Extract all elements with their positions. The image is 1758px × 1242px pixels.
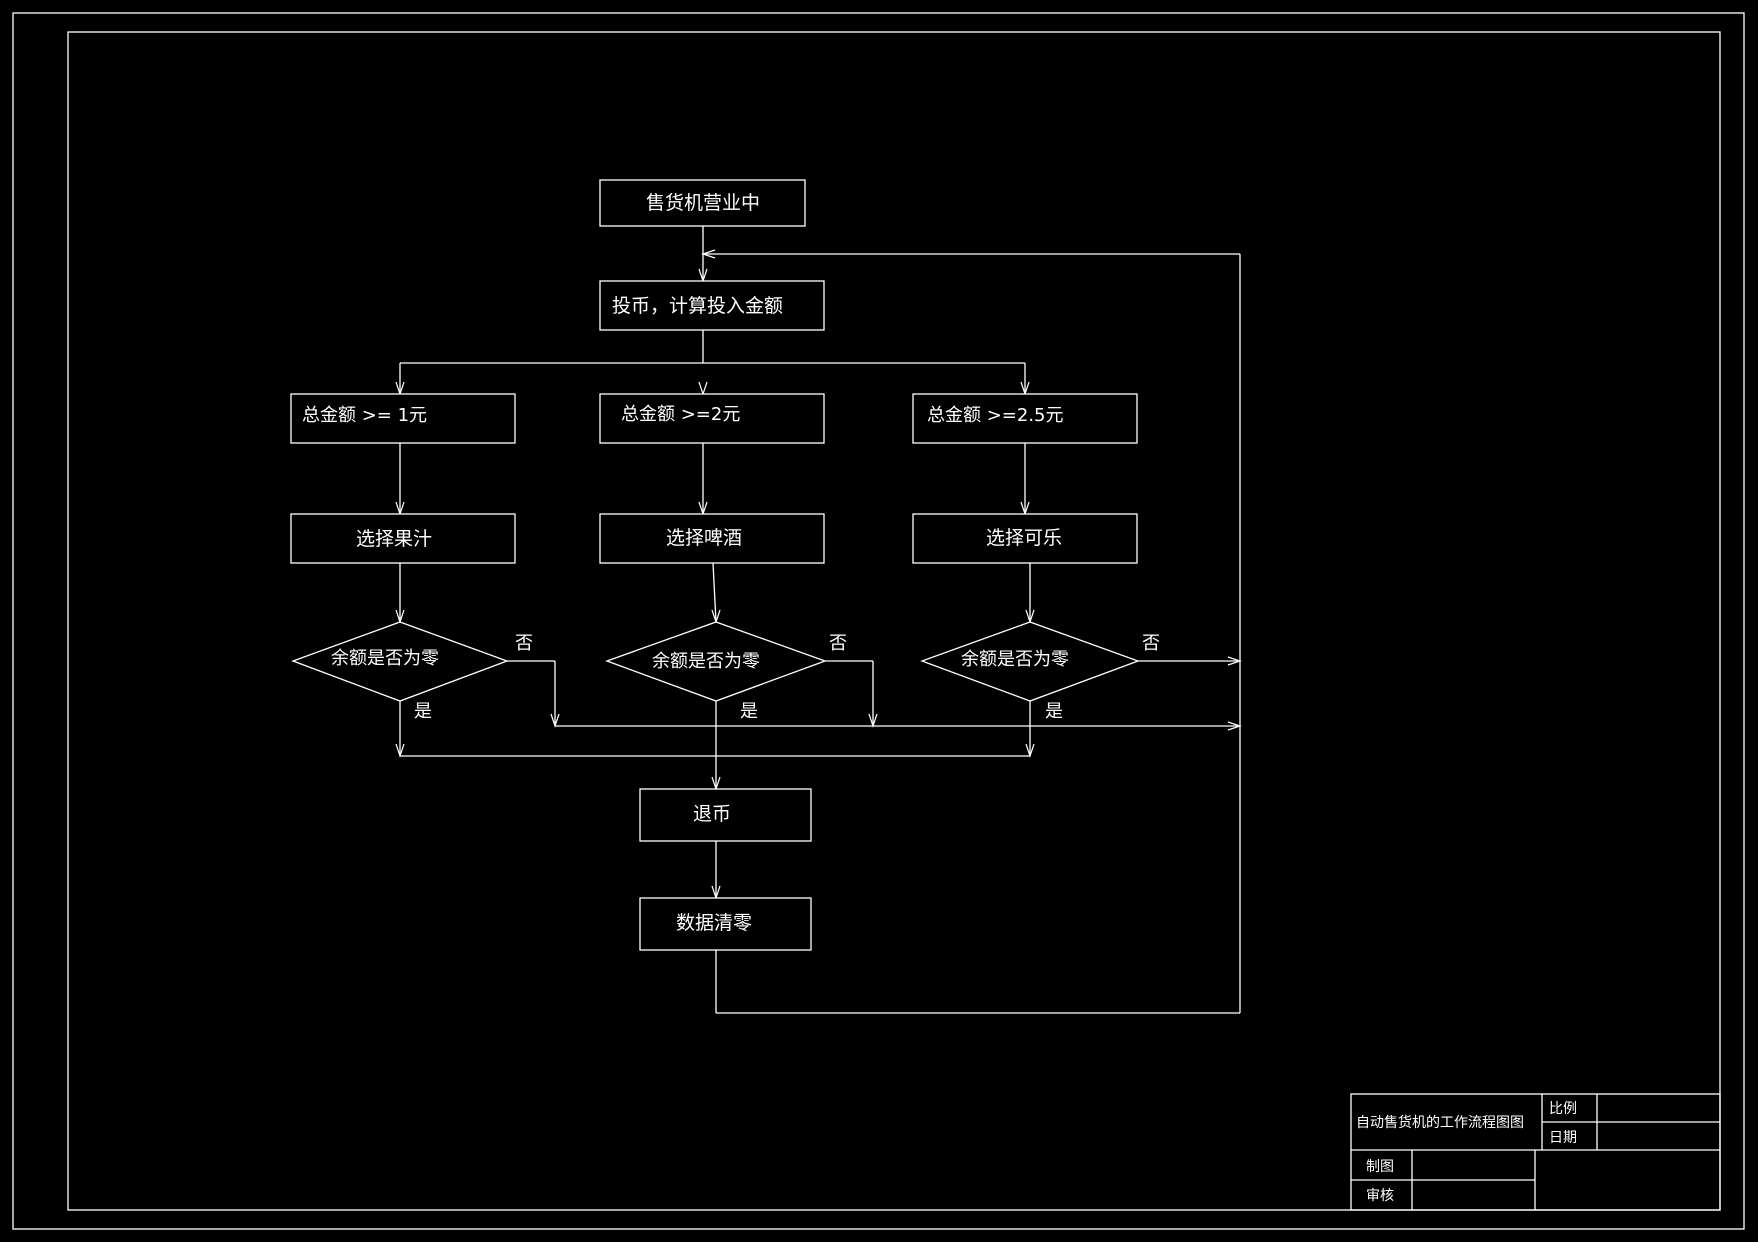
svg-text:选择啤酒: 选择啤酒 — [666, 527, 742, 549]
node-condition-1: 总金额 >= 1元 — [290, 393, 516, 444]
outer-border — [12, 12, 1745, 1230]
node-condition-2: 总金额 >=2元 — [599, 393, 825, 444]
drawn-by-label: 制图 — [1366, 1159, 1394, 1175]
arrowheads — [395, 249, 1242, 900]
node-select-beer: 选择啤酒 — [599, 513, 825, 564]
svg-text:余额是否为零: 余额是否为零 — [961, 649, 1069, 670]
scale-label: 比例 — [1549, 1101, 1577, 1117]
svg-text:售货机营业中: 售货机营业中 — [646, 192, 760, 214]
edge-label-no: 否 — [1142, 633, 1160, 654]
svg-text:投币，计算投入金额: 投币，计算投入金额 — [612, 295, 783, 317]
node-check-balance-1: 余额是否为零 — [291, 621, 509, 702]
node-check-balance-2: 余额是否为零 — [605, 621, 827, 702]
svg-text:选择可乐: 选择可乐 — [986, 527, 1062, 549]
node-refund: 退币 — [639, 788, 812, 842]
svg-text:总金额 >= 1元: 总金额 >= 1元 — [302, 405, 427, 426]
node-select-juice: 选择果汁 — [290, 513, 516, 564]
title-block: 自动售货机的工作流程图图 比例 日期 制图 审核 — [1350, 1093, 1721, 1211]
edge-label-yes: 是 — [740, 701, 758, 722]
svg-text:退币: 退币 — [693, 803, 731, 825]
node-start: 售货机营业中 — [599, 179, 806, 227]
svg-text:总金额 >=2元: 总金额 >=2元 — [621, 404, 740, 425]
drawing-title: 自动售货机的工作流程图图 — [1356, 1114, 1524, 1131]
svg-text:余额是否为零: 余额是否为零 — [652, 651, 760, 672]
svg-text:数据清零: 数据清零 — [676, 912, 752, 934]
node-select-cola: 选择可乐 — [912, 513, 1138, 564]
date-label: 日期 — [1549, 1130, 1577, 1146]
connectors — [399, 226, 1241, 1014]
node-condition-3: 总金额 >=2.5元 — [912, 393, 1138, 444]
inner-frame — [67, 31, 1721, 1211]
svg-text:余额是否为零: 余额是否为零 — [331, 648, 439, 669]
node-reset-data: 数据清零 — [639, 897, 812, 951]
edge-label-yes: 是 — [1045, 701, 1063, 722]
svg-text:总金额 >=2.5元: 总金额 >=2.5元 — [927, 405, 1064, 426]
node-check-balance-3: 余额是否为零 — [920, 621, 1140, 702]
node-insert-coin: 投币，计算投入金额 — [599, 280, 825, 331]
reviewed-by-label: 审核 — [1366, 1188, 1394, 1204]
edge-label-no: 否 — [829, 633, 847, 654]
edge-label-no: 否 — [515, 633, 533, 654]
edge-label-yes: 是 — [414, 701, 432, 722]
svg-text:选择果汁: 选择果汁 — [356, 528, 432, 550]
